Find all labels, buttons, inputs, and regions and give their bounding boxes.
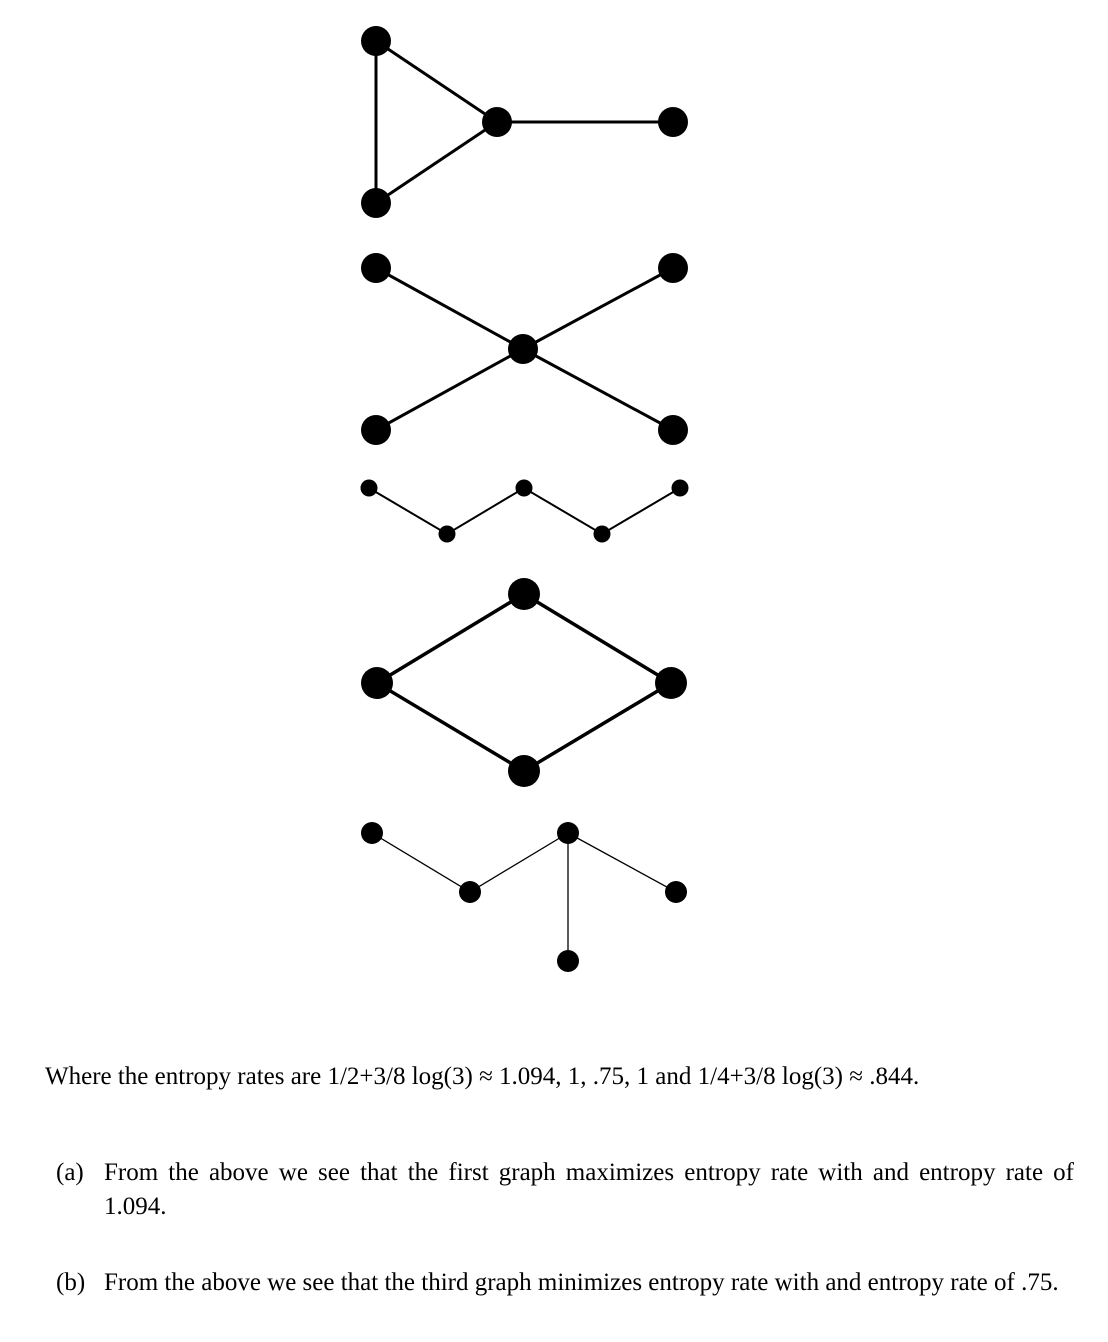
graph-4-node xyxy=(508,755,540,787)
graph-2-node xyxy=(361,253,391,283)
graph-5-tree xyxy=(361,822,687,972)
graph-5-node xyxy=(557,950,579,972)
graph-2-star xyxy=(361,253,688,445)
graph-5-edge xyxy=(469,832,569,893)
graph-5-node xyxy=(459,881,481,903)
graph-4-cycle xyxy=(361,578,687,787)
entropy-rates-paragraph: Where the entropy rates are 1/2+3/8 log(… xyxy=(45,1063,920,1090)
graph-1-node xyxy=(361,188,391,218)
list-item-label: (a) xyxy=(56,1159,84,1186)
graph-1-edge xyxy=(375,120,498,205)
graph-5-edge xyxy=(371,832,471,893)
list-item-text: From the above we see that the first gra… xyxy=(104,1159,1074,1220)
graph-1-node xyxy=(361,26,391,56)
graph-3-path xyxy=(360,479,689,543)
graph-3-node xyxy=(360,479,378,497)
graph-2-node xyxy=(361,415,391,445)
graph-1-node xyxy=(658,107,688,137)
graph-5-edge xyxy=(567,832,677,893)
list-item-a: (a) From the above we see that the first… xyxy=(56,1156,1074,1224)
graph-4-node xyxy=(361,667,393,699)
graph-4-node xyxy=(655,667,687,699)
graph-4-node xyxy=(508,578,540,610)
graph-1-node xyxy=(482,107,512,137)
graph-5-node xyxy=(557,822,579,844)
graph-5-node xyxy=(361,822,383,844)
graph-2-node xyxy=(658,253,688,283)
graph-figures xyxy=(360,26,689,972)
graph-4-edges xyxy=(373,591,675,774)
graph-2-edge xyxy=(522,266,674,351)
graph-2-edge xyxy=(375,266,524,351)
graph-2-edge xyxy=(375,347,524,432)
graph-1-triangle-with-tail xyxy=(361,26,688,218)
graph-3-node xyxy=(593,525,611,543)
graph-3-node xyxy=(515,479,533,497)
graph-2-node xyxy=(508,334,538,364)
graph-2-node xyxy=(658,415,688,445)
graph-5-node xyxy=(665,881,687,903)
graph-3-node xyxy=(438,525,456,543)
list-item-b: (b) From the above we see that the third… xyxy=(56,1266,1074,1300)
graph-2-edge xyxy=(522,347,674,432)
graph-3-node xyxy=(671,479,689,497)
list-item-text: From the above we see that the third gra… xyxy=(104,1269,1059,1296)
graph-1-edge xyxy=(375,39,498,124)
list-item-label: (b) xyxy=(56,1269,86,1296)
